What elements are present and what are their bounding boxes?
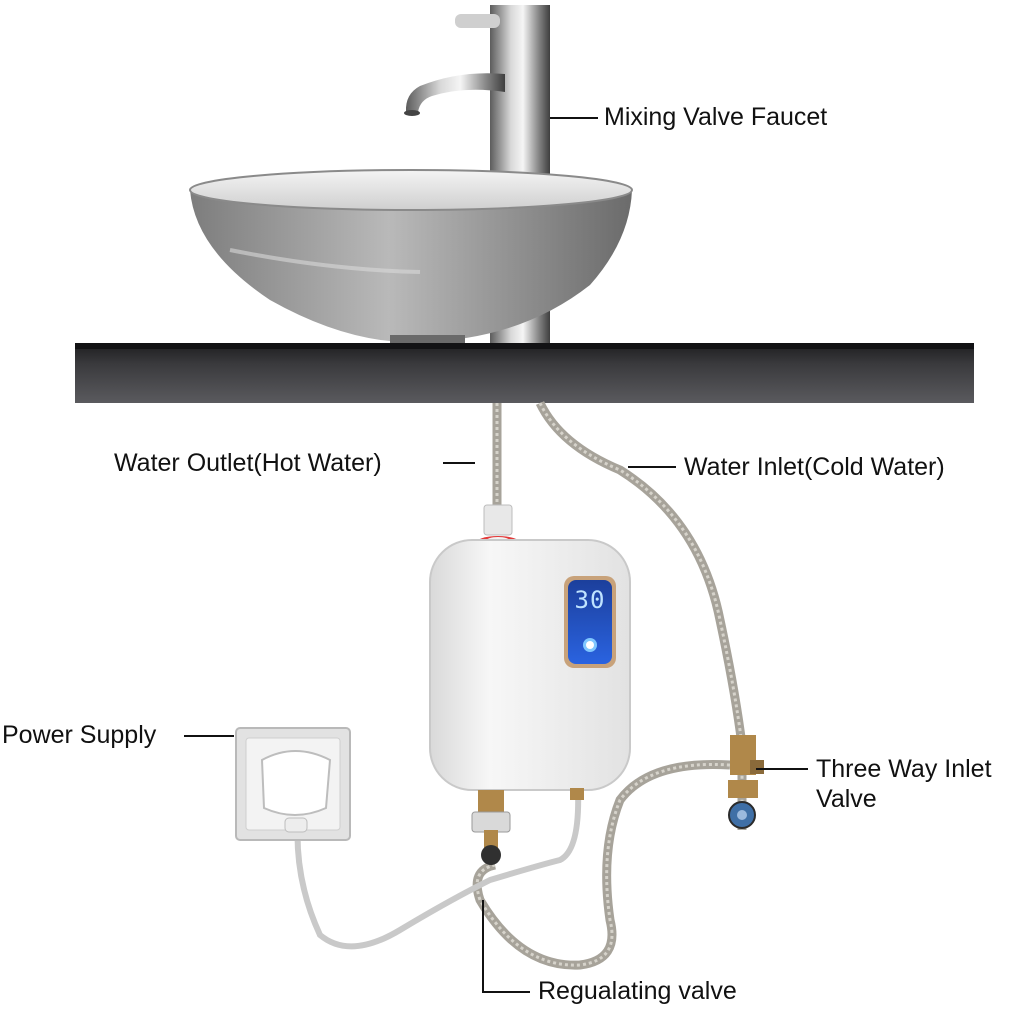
label-water-inlet: Water Inlet(Cold Water) (684, 453, 945, 481)
three-way-inlet-valve (728, 735, 764, 829)
power-supply-socket (235, 727, 351, 841)
heater-temperature-display: 30 (574, 586, 606, 614)
leader-line-power-supply (184, 735, 234, 737)
label-mixing-valve-faucet: Mixing Valve Faucet (604, 103, 828, 131)
regulating-valve (471, 788, 584, 865)
label-water-outlet: Water Outlet(Hot Water) (114, 449, 382, 477)
label-regulating-valve: Regualating valve (538, 977, 737, 1005)
water-heater-unit (429, 539, 631, 791)
leader-line-cold-inlet (628, 466, 676, 468)
label-three-way-valve-line1: Three Way Inlet (816, 755, 992, 783)
leader-line-three-way-valve (756, 768, 808, 770)
leader-line-regulating-valve-h (482, 991, 530, 993)
leader-line-hot-outlet (443, 462, 475, 464)
label-power-supply: Power Supply (2, 721, 157, 749)
leader-line-faucet (550, 117, 598, 119)
leader-line-regulating-valve-v (482, 900, 484, 992)
sink-basin (189, 169, 633, 345)
label-three-way-valve-line2: Valve (816, 785, 877, 813)
heater-inlet-hose (472, 759, 731, 970)
countertop (75, 343, 974, 403)
power-cable (294, 789, 582, 950)
